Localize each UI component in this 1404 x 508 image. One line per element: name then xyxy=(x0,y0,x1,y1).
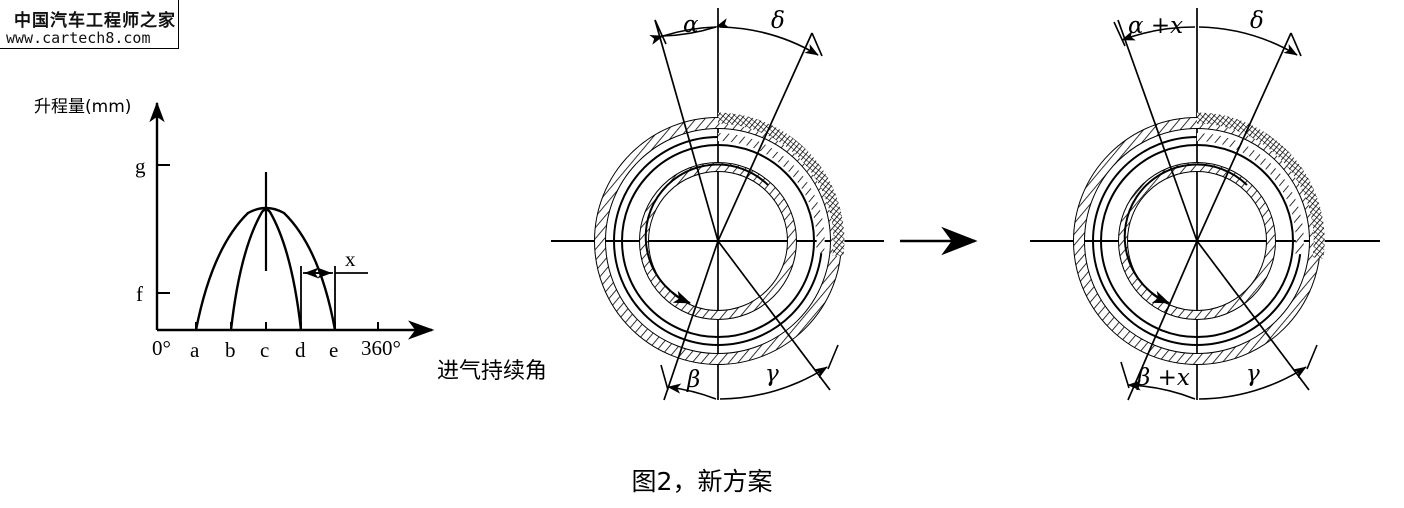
angle-label-delta-left: δ xyxy=(771,8,785,34)
sector-line-gamma-left xyxy=(717,240,831,391)
angle-tick-gamma-left xyxy=(827,344,839,370)
angle-label-beta-right: β +x xyxy=(1136,365,1190,391)
sector-line-delta-right xyxy=(1196,32,1292,242)
angle-tick-beta-left xyxy=(660,364,669,391)
chart-y-label-f: f xyxy=(136,282,143,306)
overlap-sector-dense-left xyxy=(717,112,845,257)
valve-diagram-new: α +x δ β +x γ xyxy=(1030,8,1380,401)
chart-x-label-360: 360° xyxy=(361,336,401,360)
angle-arc-beta-right xyxy=(1127,380,1196,400)
chart-x-axis-title: 进气持续角 xyxy=(437,359,547,384)
watermark-frame-right-edge xyxy=(178,0,179,49)
angle-label-alpha-left: α xyxy=(683,12,699,38)
angle-tick-delta-left xyxy=(811,32,823,57)
watermark-url-text: www.cartech8.com xyxy=(6,29,151,47)
watermark-frame-bottom-edge xyxy=(0,48,179,49)
sector-line-delta-left xyxy=(717,32,813,242)
chart-x-label-a: a xyxy=(190,338,200,362)
chart-x-label-0: 0° xyxy=(152,336,171,360)
chart-y-axis-title: 升程量(mm) xyxy=(34,97,131,117)
dimension-label-x: x xyxy=(345,247,356,271)
angle-arc-alpha-right xyxy=(1121,26,1196,41)
angle-tick-gamma-right xyxy=(1306,344,1318,370)
angle-label-gamma-left: γ xyxy=(765,361,779,387)
angle-label-gamma-right: γ xyxy=(1246,361,1260,387)
watermark-chinese-text: 中国汽车工程师之家 xyxy=(14,11,176,31)
angle-arc-gamma-right xyxy=(1198,366,1307,400)
middle-circle-inner-left xyxy=(621,144,815,338)
chart-x-label-d: d xyxy=(295,338,306,362)
angle-tick-beta-right xyxy=(1120,361,1130,389)
chart-x-label-b: b xyxy=(225,338,236,362)
sector-line-beta-left xyxy=(663,240,719,401)
sector-line-beta-right xyxy=(1127,240,1198,401)
overlap-sector-mid-left xyxy=(717,133,825,254)
overlap-sector-dense-right xyxy=(1196,112,1325,259)
lift-curve-chart: 升程量(mm) g f 0° a b c d e 360° x 进气持续角 xyxy=(34,97,547,384)
overlap-sector-mid-right xyxy=(1196,133,1304,255)
sector-line-alpha-right xyxy=(1117,19,1198,242)
inner-ring-hatch-right xyxy=(1119,163,1275,319)
angle-arc-delta-left xyxy=(719,26,819,56)
angle-tick-alpha-right xyxy=(1113,21,1126,47)
sector-line-alpha-left xyxy=(654,19,719,242)
angle-label-delta-right: δ xyxy=(1250,8,1264,34)
angle-arc-delta-right xyxy=(1198,26,1298,56)
chart-x-label-c: c xyxy=(260,338,269,362)
valve-diagram-original: α δ β γ xyxy=(551,8,884,401)
angle-label-alpha-right: α +x xyxy=(1128,13,1183,39)
rotation-arrow-left xyxy=(644,163,769,304)
chart-y-label-g: g xyxy=(135,154,146,178)
angle-arc-beta-left xyxy=(667,383,717,400)
sector-line-gamma-right xyxy=(1196,240,1310,391)
middle-circle-inner-right xyxy=(1100,144,1294,338)
rotation-arrow-right xyxy=(1123,163,1248,304)
chart-x-label-e: e xyxy=(329,338,338,362)
angle-arc-alpha-left xyxy=(662,18,730,37)
angle-tick-alpha-left xyxy=(654,19,667,45)
figure-caption: 图2，新方案 xyxy=(631,467,773,496)
angle-label-beta-left: β xyxy=(686,367,700,393)
angle-arc-gamma-left xyxy=(719,366,828,400)
angle-tick-delta-right xyxy=(1290,32,1302,57)
inner-ring-hatch-left xyxy=(640,163,796,319)
